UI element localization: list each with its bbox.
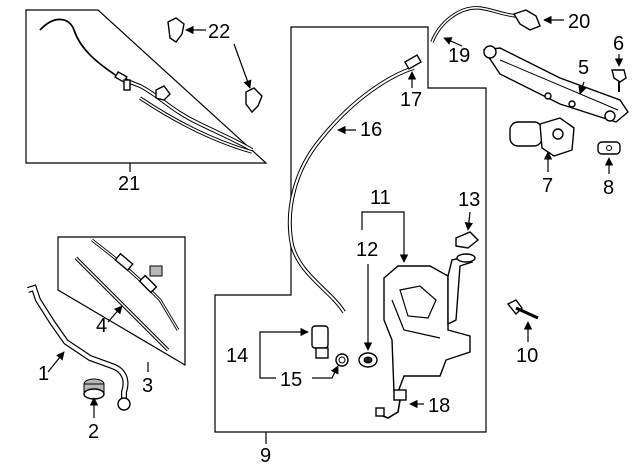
callout-19: 19 bbox=[448, 45, 470, 67]
wiper-blade-box bbox=[57, 236, 186, 367]
callout-1: 1 bbox=[38, 363, 49, 385]
callout-5: 5 bbox=[578, 57, 589, 79]
callout-15: 15 bbox=[280, 369, 302, 391]
callout-4: 4 bbox=[96, 315, 107, 337]
callout-17: 17 bbox=[400, 89, 422, 111]
callout-7: 7 bbox=[542, 175, 553, 197]
callout-12: 12 bbox=[356, 239, 378, 261]
washer-reservoir-box bbox=[214, 26, 487, 433]
wiper-linkage bbox=[430, 6, 629, 320]
callout-16: 16 bbox=[360, 119, 382, 141]
callout-labels: 1 2 3 4 5 6 7 8 9 10 11 12 13 14 15 16 1… bbox=[38, 11, 624, 467]
callout-3: 3 bbox=[142, 375, 153, 397]
wiper-arm bbox=[27, 284, 131, 411]
callout-22: 22 bbox=[208, 21, 230, 43]
leader-lines bbox=[47, 15, 624, 444]
callout-20: 20 bbox=[568, 11, 590, 33]
callout-14: 14 bbox=[226, 345, 248, 367]
callout-18: 18 bbox=[428, 395, 450, 417]
callout-13: 13 bbox=[458, 189, 480, 211]
callout-21: 21 bbox=[118, 173, 140, 195]
callout-6: 6 bbox=[613, 33, 624, 55]
callout-2: 2 bbox=[88, 421, 99, 443]
callout-9: 9 bbox=[260, 445, 271, 467]
callout-8: 8 bbox=[603, 177, 614, 199]
hose-assembly-box bbox=[25, 9, 268, 164]
callout-11: 11 bbox=[370, 187, 391, 209]
callout-10: 10 bbox=[516, 345, 538, 367]
